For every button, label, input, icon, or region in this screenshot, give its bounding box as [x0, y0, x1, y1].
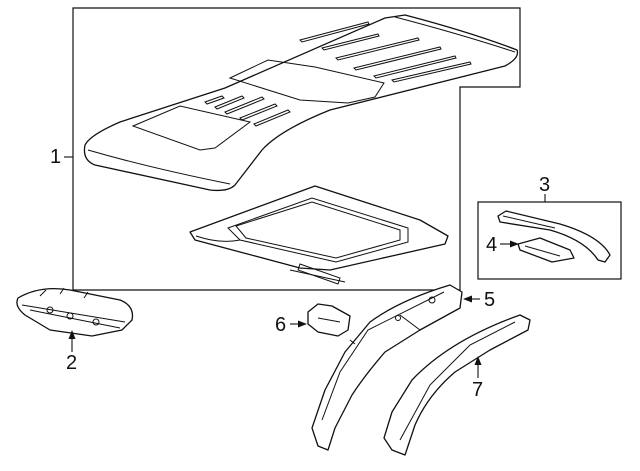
roof-rail	[497, 210, 611, 263]
part-3-group-frame	[477, 201, 622, 280]
callout-5-label: 5	[484, 289, 495, 311]
pillar-bracket	[307, 303, 356, 345]
callout-7-label: 7	[472, 379, 483, 401]
callout-4-label: 4	[486, 234, 497, 256]
callout-6-arrowhead	[298, 320, 307, 328]
rail-bracket	[517, 237, 575, 263]
callout-6-label: 6	[275, 314, 286, 336]
callout-5-arrowhead	[463, 295, 472, 303]
callout-4-arrowhead	[510, 240, 519, 248]
b-pillar	[311, 284, 463, 451]
roof-panel	[83, 14, 519, 192]
callout-1-label: 1	[50, 146, 61, 168]
callout-2-arrowhead	[68, 330, 76, 339]
inner-pillar	[383, 314, 531, 456]
sunroof-frame	[189, 185, 449, 285]
callout-3-label: 3	[539, 174, 550, 196]
callout-2-label: 2	[66, 352, 77, 374]
callout-7-arrowhead	[474, 356, 482, 365]
front-header-rail	[16, 287, 134, 337]
